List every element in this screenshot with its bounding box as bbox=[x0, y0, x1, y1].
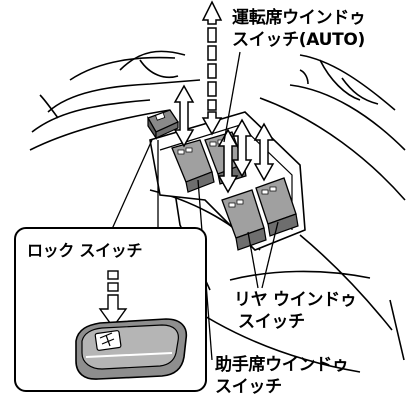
driver-auto-arrow bbox=[201, 0, 223, 136]
rear-label-line1: リヤ ウインドゥ bbox=[234, 290, 357, 310]
rear-leader-left bbox=[247, 231, 259, 289]
passenger-label-line2: スイッチ bbox=[215, 377, 282, 397]
lock-switch-arrow bbox=[173, 84, 195, 148]
movement-arrows bbox=[173, 0, 275, 194]
driver-leader bbox=[223, 51, 241, 143]
driver-label-line1: 運転席ウインドゥ bbox=[232, 8, 366, 28]
lock-switch-inset bbox=[14, 227, 207, 392]
lock-switch-small bbox=[147, 109, 179, 140]
rear-label-line2: スイッチ bbox=[238, 312, 305, 332]
lock-switch-label: ロック スイッチ bbox=[27, 241, 143, 260]
rear-right-arrow bbox=[253, 122, 275, 182]
passenger-window-switch-label: 助手席ウインドゥ スイッチ bbox=[215, 354, 349, 398]
rear-left-arrow bbox=[217, 128, 239, 194]
driver-label-line2: スイッチ(AUTO) bbox=[232, 30, 366, 50]
driver-window-switch-label: 運転席ウインドゥ スイッチ(AUTO) bbox=[232, 7, 366, 51]
passenger-window-switch bbox=[171, 139, 215, 193]
rear-leader-right bbox=[261, 221, 279, 289]
lock-switch-large bbox=[75, 318, 188, 380]
passenger-label-line1: 助手席ウインドゥ bbox=[215, 355, 349, 375]
rear-window-switch-label: リヤ ウインドゥ スイッチ bbox=[234, 289, 357, 333]
passenger-arrow bbox=[231, 118, 253, 178]
lock-switch-detail bbox=[75, 270, 188, 380]
rear-window-switch-left bbox=[221, 189, 267, 251]
lock-leader-left bbox=[107, 139, 153, 239]
lock-press-arrow-icon bbox=[98, 270, 128, 329]
